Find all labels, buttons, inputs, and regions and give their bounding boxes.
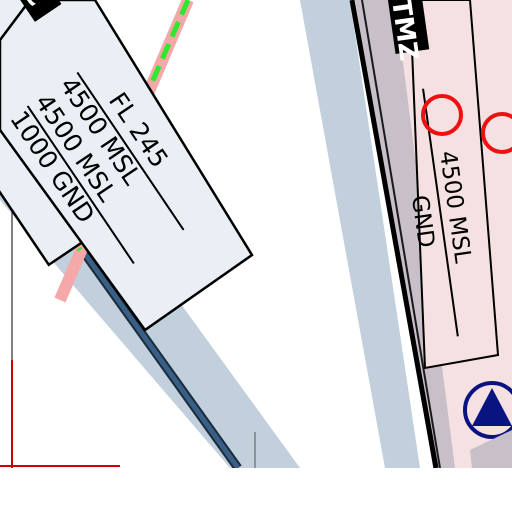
bottom-strip xyxy=(0,468,512,512)
label-group-left: FL 245 4500 MSL 4500 MSL 1000 GND xyxy=(4,71,185,265)
tmz-border-line xyxy=(349,0,439,469)
label-divider-2 xyxy=(26,105,135,265)
obstacle-ring-icon[interactable] xyxy=(481,112,512,154)
tmz-border-line-inner xyxy=(361,0,441,469)
navaid-triangle-icon[interactable] xyxy=(463,381,512,468)
airway-band-right xyxy=(300,0,420,468)
navaid-circle xyxy=(463,381,512,439)
zone-tag-left-bg xyxy=(11,0,62,22)
label-divider-1 xyxy=(76,71,185,231)
zone-tag-left-text: C xyxy=(16,0,52,12)
navaid-triangle xyxy=(472,388,512,426)
airspace-box-right-panel xyxy=(408,0,500,370)
obstacle-ring-icon[interactable] xyxy=(421,94,463,136)
airspace-box-left-panel xyxy=(0,0,254,332)
zone-tag-right-bg xyxy=(386,0,430,55)
zone-tag-left: C xyxy=(11,0,62,22)
navaid-base xyxy=(470,430,512,468)
